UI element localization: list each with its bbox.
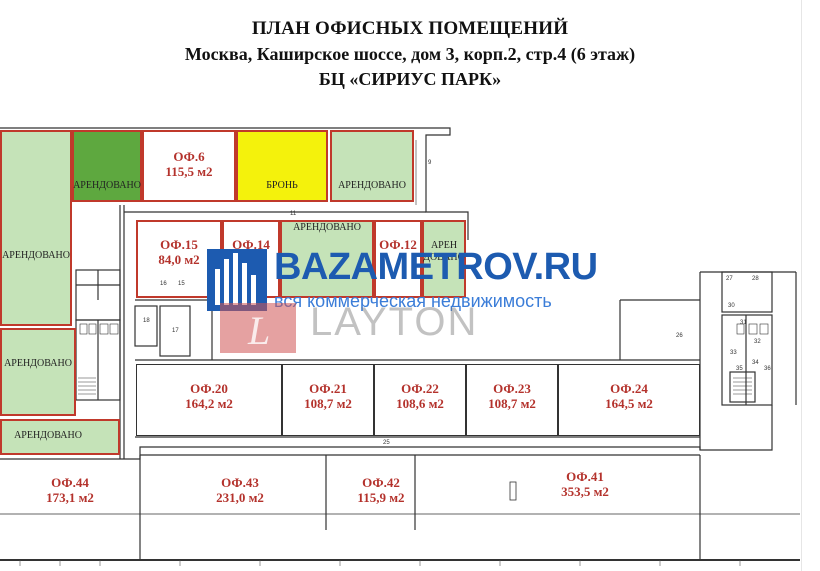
- office-20-area: 164,2 м2: [185, 395, 233, 411]
- reserved-zone: [236, 130, 328, 202]
- office-20-room: [136, 364, 282, 436]
- rented-zone-top-right: [330, 130, 414, 202]
- office-12-label: ОФ.12: [379, 237, 417, 252]
- watermark-brand: BAZAMETROV.RU: [274, 246, 598, 288]
- room-number: 11: [290, 211, 297, 217]
- watermark-layton: LAYTON: [310, 300, 479, 344]
- office-15-id: ОФ.15: [160, 237, 198, 252]
- office-22-label: ОФ.22 108,6 м2: [374, 381, 466, 412]
- office-15-area: 84,0 м2: [158, 251, 200, 267]
- office-21-id: ОФ.21: [309, 381, 347, 396]
- office-20-label: ОФ.20 164,2 м2: [136, 381, 282, 412]
- office-44-area: 173,1 м2: [46, 489, 94, 505]
- office-23-area: 108,7 м2: [488, 395, 536, 411]
- rented-zone-left-mid: [0, 328, 76, 416]
- rented-label-partial: АРЕН ДОВАНО: [422, 240, 466, 263]
- office-42-id: ОФ.42: [362, 475, 400, 490]
- rented-label-top-right: АРЕНДОВАНО: [338, 180, 406, 191]
- room-number: 9: [428, 160, 432, 166]
- rented-zone-left-large: [0, 130, 72, 326]
- office-12-room: [374, 220, 422, 298]
- office-14-label: ОФ.14: [232, 237, 270, 252]
- office-43-label: ОФ.43 231,0 м2: [180, 475, 300, 506]
- rented-zone-partial: [422, 220, 466, 298]
- office-6-area: 115,5 м2: [165, 163, 213, 179]
- office-23-id: ОФ.23: [493, 381, 531, 396]
- office-22-room: [374, 364, 466, 436]
- rented-zone-dark: [72, 130, 142, 202]
- office-41-area: 353,5 м2: [561, 483, 609, 499]
- office-42-area: 115,9 м2: [357, 489, 405, 505]
- layton-logo-letter: L: [248, 308, 271, 353]
- office-20-id: ОФ.20: [190, 381, 228, 396]
- watermark-tagline: вся коммерческая недвижимость: [274, 291, 552, 311]
- office-22-id: ОФ.22: [401, 381, 439, 396]
- page-edge-line: [801, 0, 802, 571]
- office-44-label: ОФ.44 173,1 м2: [10, 475, 130, 506]
- office-42-label: ОФ.42 115,9 м2: [326, 475, 436, 506]
- rented-label-row2: АРЕНДОВАНО: [293, 222, 361, 233]
- rented-label-left-mid: АРЕНДОВАНО: [4, 358, 72, 369]
- office-24-area: 164,5 м2: [605, 395, 653, 411]
- rented-label-dark: АРЕНДОВАНО: [73, 180, 141, 191]
- office-24-room: [558, 364, 700, 436]
- room-number: 32: [754, 339, 761, 345]
- room-number: 28: [752, 276, 759, 282]
- reserved-label: БРОНЬ: [266, 180, 298, 191]
- rented-partial-bottom: ДОВАНО: [423, 251, 465, 263]
- office-24-id: ОФ.24: [610, 381, 648, 396]
- office-15-label: ОФ.15 84,0 м2: [136, 237, 222, 268]
- room-number: 30: [728, 303, 735, 309]
- rented-partial-top: АРЕН: [430, 240, 458, 251]
- room-number: 17: [172, 328, 179, 334]
- plan-title: ПЛАН ОФИСНЫХ ПОМЕЩЕНИЙ: [251, 18, 569, 39]
- office-41-label: ОФ.41 353,5 м2: [520, 469, 650, 500]
- office-44-id: ОФ.44: [51, 475, 89, 490]
- rented-label-left-bottom: АРЕНДОВАНО: [14, 430, 82, 441]
- room-number: 27: [726, 276, 733, 282]
- office-21-area: 108,7 м2: [304, 395, 352, 411]
- rented-zone-left-bottom: [0, 419, 120, 455]
- office-41-id: ОФ.41: [566, 469, 604, 484]
- room-number: 36: [764, 366, 771, 372]
- room-number: 25: [383, 440, 390, 446]
- office-43-id: ОФ.43: [221, 475, 259, 490]
- rented-zone-row2: [280, 220, 374, 298]
- building-name: БЦ «СИРИУС ПАРК»: [318, 69, 502, 89]
- office-43-area: 231,0 м2: [216, 489, 264, 505]
- plan-address: Москва, Каширское шоссе, дом 3, корп.2, …: [184, 44, 636, 64]
- room-number: 34: [752, 360, 759, 366]
- office-6-room: [142, 130, 236, 202]
- office-23-room: [466, 364, 558, 436]
- room-number: 31: [740, 320, 747, 326]
- office-21-room: [282, 364, 374, 436]
- room-number: 15: [178, 281, 185, 287]
- office-21-label: ОФ.21 108,7 м2: [282, 381, 374, 412]
- room-number: 35: [736, 366, 743, 372]
- room-number: 18: [143, 318, 150, 324]
- office-6-id: ОФ.6: [173, 149, 205, 164]
- office-24-label: ОФ.24 164,5 м2: [558, 381, 700, 412]
- office-23-label: ОФ.23 108,7 м2: [466, 381, 558, 412]
- bazametrov-logo-icon: [207, 249, 267, 311]
- room-number: 16: [160, 281, 167, 287]
- room-number: 26: [676, 333, 683, 339]
- rented-label-left-large: АРЕНДОВАНО: [2, 250, 70, 261]
- room-number: 33: [730, 350, 737, 356]
- office-22-area: 108,6 м2: [396, 395, 444, 411]
- office-6-label: ОФ.6 115,5 м2: [142, 149, 236, 180]
- layton-logo-icon: L: [220, 303, 296, 353]
